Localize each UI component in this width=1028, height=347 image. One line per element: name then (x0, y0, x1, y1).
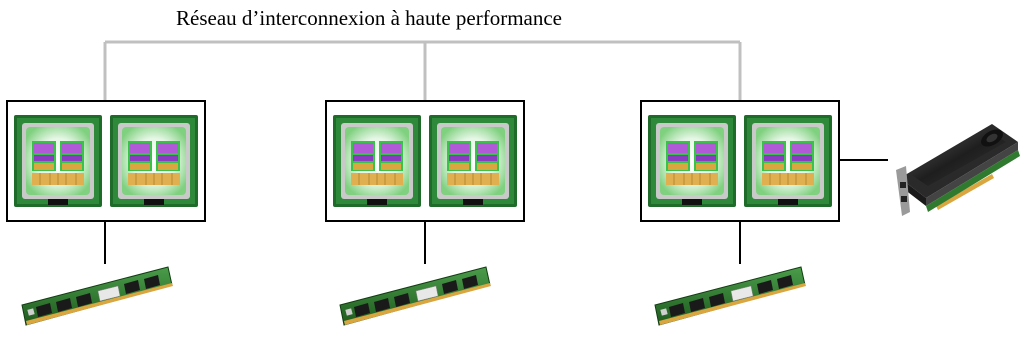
cpu-chip-icon (109, 114, 199, 208)
memory-module-icon (654, 266, 807, 326)
gpu-card-icon (896, 124, 1020, 216)
network-title: Réseau d’interconnexion à haute performa… (176, 6, 562, 30)
cpu-chip-icon (647, 114, 737, 208)
cpu-chip-icon (428, 114, 518, 208)
cpu-chip-icon (743, 114, 833, 208)
cpu-chip-icon (13, 114, 103, 208)
compute-node-1 (6, 100, 206, 326)
memory-module-icon (21, 266, 174, 326)
interconnect-network (103, 40, 742, 101)
compute-node-2 (325, 100, 525, 326)
cpu-chip-icon (332, 114, 422, 208)
compute-node-3 (640, 100, 1020, 326)
memory-module-icon (339, 266, 492, 326)
